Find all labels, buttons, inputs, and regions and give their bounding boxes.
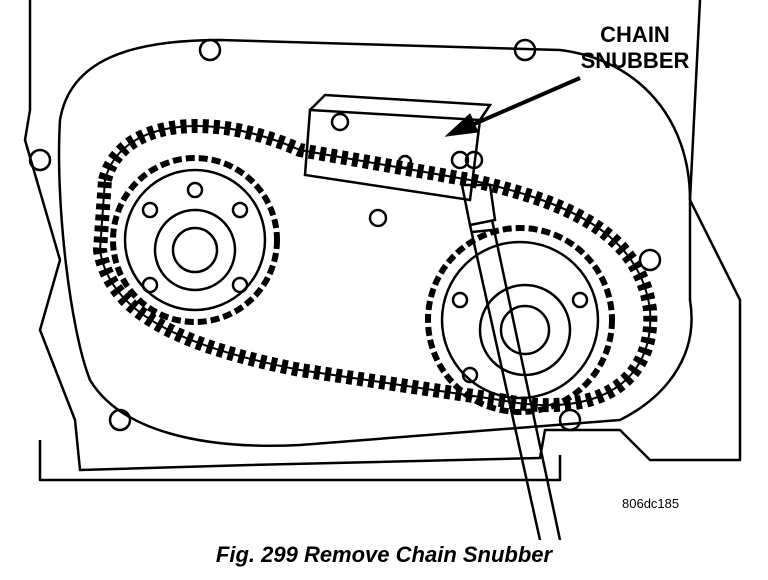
bolt-boss	[28, 148, 52, 172]
case-housing	[23, 0, 742, 472]
transfer-case-illustration	[23, 0, 742, 540]
chain-snubber-callout: CHAIN SNUBBER	[560, 22, 710, 74]
front-sprocket	[110, 155, 280, 325]
figure-reference-code: 806dc185	[622, 496, 680, 511]
bolt-boss	[513, 38, 537, 62]
rear-sprocket	[425, 225, 615, 415]
bolt-boss	[558, 408, 582, 432]
oil-pan	[38, 440, 562, 482]
chain-snubber	[303, 93, 493, 228]
bolt-boss	[108, 408, 132, 432]
ratchet-extension	[460, 150, 562, 540]
bolt-boss	[198, 38, 222, 62]
drive-chain	[92, 119, 658, 413]
case-flange	[57, 38, 693, 447]
bolt-boss	[638, 248, 662, 272]
figure-caption: Fig. 299 Remove Chain Snubber	[215, 542, 553, 567]
callout-line-1: CHAIN	[600, 22, 670, 47]
callout-arrow	[444, 76, 581, 137]
callout-line-2: SNUBBER	[580, 48, 690, 73]
